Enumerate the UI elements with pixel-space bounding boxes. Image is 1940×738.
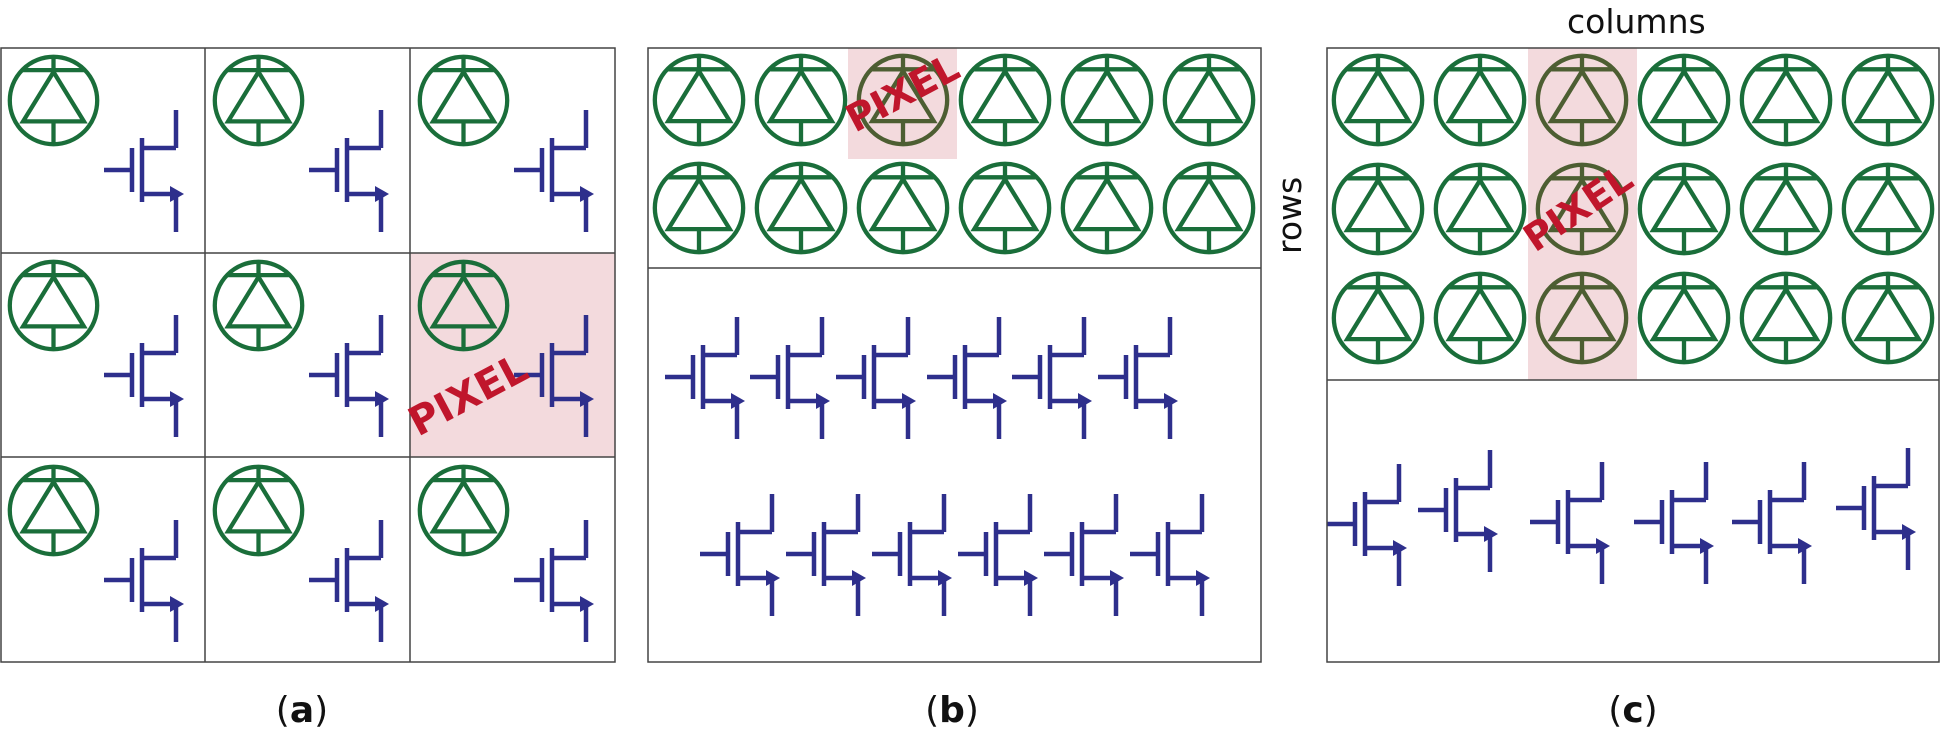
panel-b-frame	[647, 47, 1262, 663]
pixel-highlight-c	[1528, 48, 1637, 380]
transistor-icon	[927, 317, 1007, 439]
transistor-icon	[1044, 494, 1124, 616]
photodiode-icon	[859, 164, 947, 252]
photodiode-icon	[1742, 165, 1830, 253]
transistor-icon	[1634, 462, 1714, 584]
photodiode-icon	[655, 56, 743, 144]
photodiode-icon	[10, 262, 97, 349]
panel-c-frame	[1326, 47, 1940, 663]
transistor-icon	[514, 520, 594, 642]
photodiode-icon	[961, 164, 1049, 252]
panel-a: PIXEL	[0, 47, 616, 663]
transistor-icon	[309, 315, 389, 437]
photodiode-icon	[1063, 164, 1151, 252]
photodiode-icon	[10, 467, 97, 554]
photodiode-icon	[1436, 56, 1524, 144]
photodiode-icon	[1334, 56, 1422, 144]
photodiode-icon	[1436, 165, 1524, 253]
photodiode-icon	[961, 56, 1049, 144]
photodiode-icon	[1334, 274, 1422, 362]
transistor-icon	[700, 494, 780, 616]
caption-a: (a)	[275, 690, 329, 731]
photodiode-icon	[215, 467, 302, 554]
caption-b: (b)	[925, 690, 979, 731]
photodiode-icon	[420, 57, 507, 144]
transistor-icon	[104, 315, 184, 437]
transistor-icon	[1130, 494, 1210, 616]
photodiode-icon	[1165, 56, 1253, 144]
photodiode-icon	[1063, 56, 1151, 144]
transistor-icon	[1732, 462, 1812, 584]
transistor-icon	[309, 110, 389, 232]
transistor-icon	[958, 494, 1038, 616]
caption-c: (c)	[1608, 690, 1658, 731]
transistor-icon	[836, 317, 916, 439]
transistor-icon	[1098, 317, 1178, 439]
columns-label: columns	[1567, 2, 1706, 41]
transistor-icon	[1530, 462, 1610, 584]
transistor-icon	[1836, 448, 1916, 570]
photodiode-icon	[1436, 274, 1524, 362]
photodiode-icon	[655, 164, 743, 252]
transistor-icon	[786, 494, 866, 616]
photodiode-icon	[1334, 165, 1422, 253]
photodiode-icon	[420, 467, 507, 554]
panel-a-grid	[0, 47, 616, 663]
transistor-icon	[872, 494, 952, 616]
transistor-icon	[1327, 464, 1407, 586]
transistor-icon	[514, 110, 594, 232]
photodiode-icon	[1742, 56, 1830, 144]
photodiode-icon	[1844, 56, 1932, 144]
photodiode-icon	[215, 262, 302, 349]
photodiode-icon	[1742, 274, 1830, 362]
transistor-icon	[750, 317, 830, 439]
panel-c: PIXEL	[1326, 47, 1940, 663]
photodiode-icon	[1640, 56, 1728, 144]
photodiode-icon	[1640, 165, 1728, 253]
transistor-icon	[1418, 450, 1498, 572]
photodiode-icon	[757, 164, 845, 252]
photodiode-icon	[1640, 274, 1728, 362]
transistor-icon	[309, 520, 389, 642]
photodiode-icon	[1165, 164, 1253, 252]
photodiode-icon	[1844, 165, 1932, 253]
transistor-icon	[665, 317, 745, 439]
transistor-icon	[104, 520, 184, 642]
photodiode-icon	[10, 57, 97, 144]
photodiode-icon	[215, 57, 302, 144]
photodiode-icon	[757, 56, 845, 144]
transistor-icon	[104, 110, 184, 232]
transistor-icon	[1012, 317, 1092, 439]
panel-b: PIXEL	[647, 45, 1262, 663]
photodiode-icon	[1844, 274, 1932, 362]
rows-label: rows	[1270, 176, 1309, 254]
